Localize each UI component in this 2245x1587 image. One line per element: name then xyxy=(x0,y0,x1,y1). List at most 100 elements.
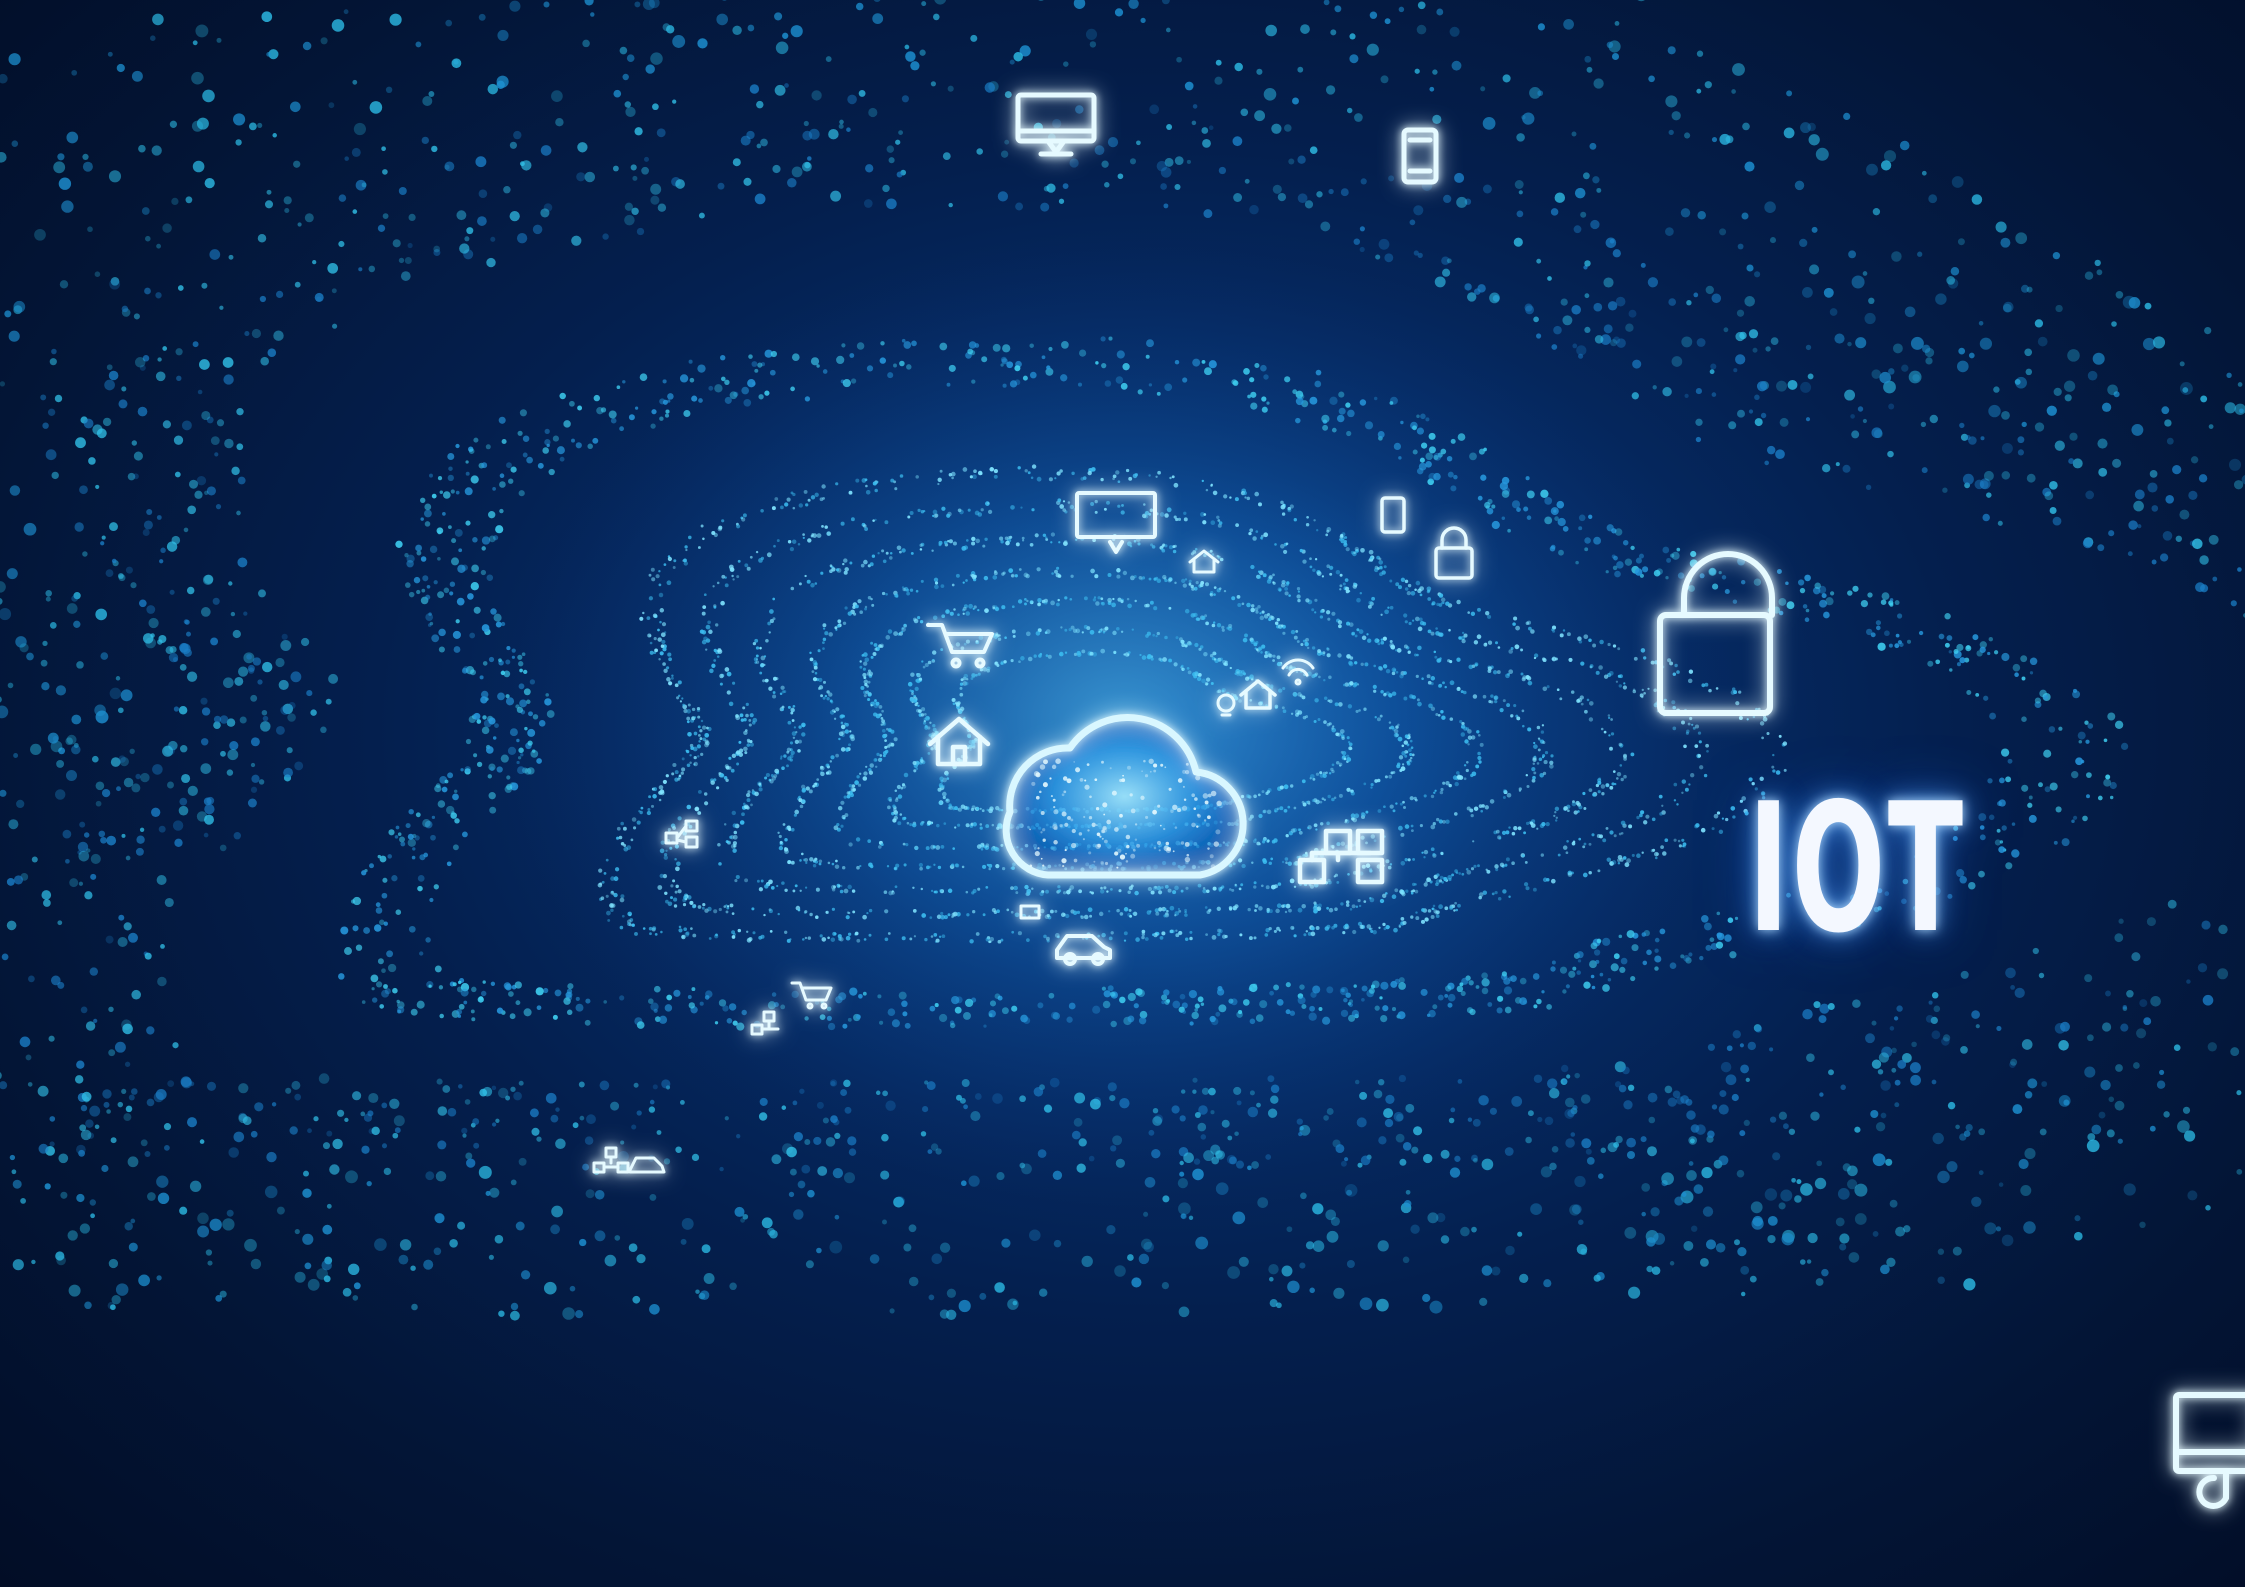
dot xyxy=(485,1190,491,1196)
dot xyxy=(639,373,648,381)
dot xyxy=(718,525,723,530)
dot xyxy=(1650,660,1655,665)
dot xyxy=(1624,1227,1637,1239)
dot xyxy=(1297,598,1301,603)
dot xyxy=(2101,402,2112,412)
dot xyxy=(1699,765,1704,770)
dot xyxy=(1873,906,1880,913)
dot xyxy=(1640,262,1646,268)
dot xyxy=(433,245,441,253)
dot xyxy=(1875,620,1882,626)
dot xyxy=(222,357,234,368)
dot xyxy=(936,914,942,920)
dot xyxy=(1508,826,1511,829)
dot xyxy=(1043,934,1047,939)
dot xyxy=(455,619,460,624)
dot xyxy=(865,484,868,488)
dot xyxy=(631,923,635,927)
dot xyxy=(1144,1176,1156,1188)
dot xyxy=(213,721,221,730)
dot xyxy=(1215,1150,1226,1160)
dot xyxy=(1011,1005,1018,1012)
dot xyxy=(496,80,505,89)
dot xyxy=(1178,1306,1190,1318)
dot xyxy=(1555,816,1558,819)
dot xyxy=(903,1243,912,1252)
dot xyxy=(456,1008,463,1015)
dot xyxy=(1144,510,1150,516)
dot xyxy=(678,694,681,697)
dot xyxy=(1361,864,1366,869)
dot xyxy=(881,1133,889,1142)
dot xyxy=(839,884,843,888)
dot xyxy=(1689,716,1693,721)
dot xyxy=(498,1310,505,1317)
dot xyxy=(74,522,84,532)
dot xyxy=(660,930,663,934)
dot xyxy=(868,107,878,118)
dot xyxy=(1413,250,1419,256)
dot xyxy=(899,360,905,367)
dot xyxy=(980,508,984,512)
dot xyxy=(294,1093,302,1101)
dot xyxy=(57,920,63,926)
dot xyxy=(1652,848,1656,852)
dot xyxy=(1238,1010,1243,1015)
dot xyxy=(948,364,956,372)
dot xyxy=(8,53,21,66)
dot xyxy=(1871,1059,1882,1069)
dot xyxy=(1176,56,1182,63)
dot xyxy=(1100,477,1104,482)
dot xyxy=(1550,208,1559,216)
dot xyxy=(1345,903,1350,907)
dot xyxy=(1979,478,1991,490)
dot xyxy=(692,746,698,752)
dot xyxy=(1106,890,1109,893)
dot xyxy=(422,575,429,582)
dot xyxy=(495,1118,500,1123)
dot xyxy=(1529,821,1534,825)
dot xyxy=(833,932,837,936)
dot xyxy=(1192,358,1201,367)
dot xyxy=(250,762,256,768)
dot xyxy=(874,488,878,493)
dot xyxy=(736,762,740,766)
dot xyxy=(1411,619,1415,622)
dot xyxy=(1668,298,1677,306)
dot xyxy=(131,440,137,446)
dot xyxy=(258,589,266,598)
dot xyxy=(720,600,725,606)
dot xyxy=(1553,814,1556,818)
dot xyxy=(729,391,738,400)
dot xyxy=(1191,120,1197,126)
dot xyxy=(1261,610,1265,614)
dot xyxy=(1456,599,1461,605)
dot xyxy=(701,1244,711,1254)
dot xyxy=(787,539,792,544)
dot xyxy=(1447,982,1455,990)
dot xyxy=(1353,551,1356,555)
dot xyxy=(1389,863,1393,866)
dot xyxy=(1254,909,1257,912)
dot xyxy=(683,927,688,932)
dot xyxy=(447,1107,457,1117)
dot xyxy=(790,707,795,713)
dot xyxy=(1653,569,1661,577)
dot xyxy=(2114,933,2124,943)
dot xyxy=(1971,194,1983,205)
dot xyxy=(1609,746,1613,751)
dot xyxy=(681,697,684,700)
dot xyxy=(686,716,691,721)
dot xyxy=(1443,194,1452,204)
dot xyxy=(1672,1090,1681,1099)
dot xyxy=(1434,655,1438,659)
dot xyxy=(646,616,651,620)
dot xyxy=(1341,988,1345,993)
dot xyxy=(885,1100,896,1111)
dot xyxy=(1426,877,1431,883)
dot xyxy=(1554,192,1566,203)
dot xyxy=(1295,417,1301,424)
dot xyxy=(138,144,146,153)
dot xyxy=(819,1014,826,1020)
dot xyxy=(584,171,596,183)
